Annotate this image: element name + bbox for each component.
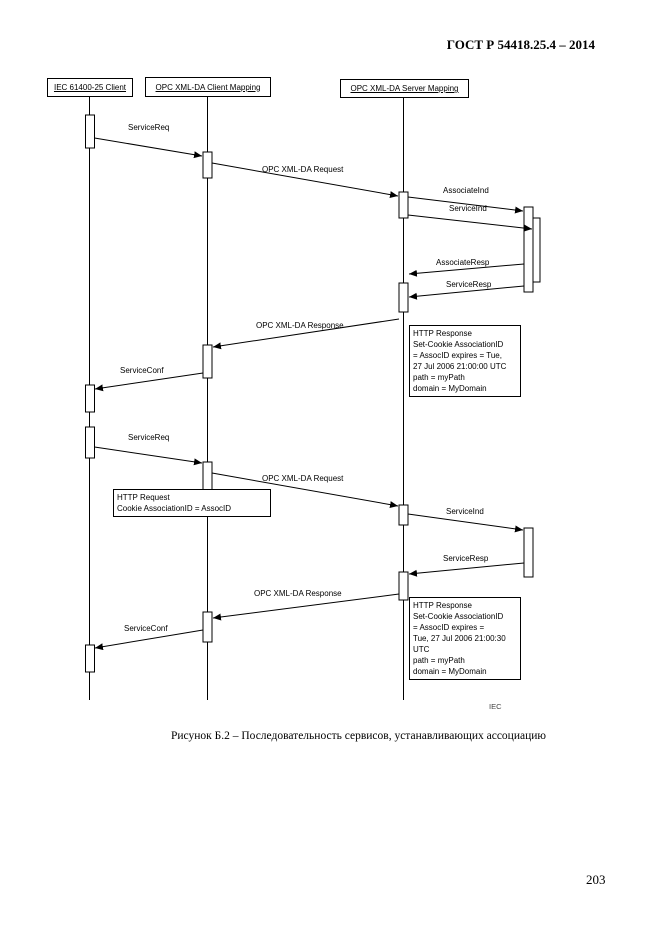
note-line: Cookie AssociationID = AssocID: [117, 504, 232, 513]
activation-client-4: [85, 644, 95, 673]
message-label-servicereq-2: ServiceReq: [128, 433, 170, 442]
message-label-serviceresp-2: ServiceResp: [443, 554, 489, 563]
message-label-serviceind-1: ServiceInd: [449, 204, 487, 213]
arrow-serviceconf-1: [94, 372, 204, 392]
activation-server-3: [398, 504, 409, 526]
lifeline-box-iec-client: IEC 61400-25 Client: [47, 78, 133, 97]
note-line: = AssocID expires =: [413, 623, 485, 632]
iec-source-mark: IEC: [489, 702, 502, 711]
arrow-serviceind-1: [407, 214, 533, 232]
activation-server-4: [398, 571, 409, 601]
message-label-opc-response-1: OPC XML-DA Response: [256, 321, 344, 330]
note-line: Tue, 27 Jul 2006 21:00:30: [413, 634, 506, 643]
note-line: HTTP Response: [413, 601, 472, 610]
activation-bars: [85, 114, 541, 673]
message-label-serviceconf-1: ServiceConf: [120, 366, 164, 375]
arrow-serviceconf-2: [94, 629, 204, 651]
page-number: 203: [586, 872, 606, 887]
activation-server-2: [398, 282, 409, 313]
note-line: HTTP Response: [413, 329, 472, 338]
message-label-serviceind-2: ServiceInd: [446, 507, 484, 516]
figure-caption: Рисунок Б.2 – Последовательность сервисо…: [171, 730, 546, 742]
arrow-opc-request-1: [211, 162, 399, 199]
lifeline-label-client-mapping: OPC XML-DA Client Mapping: [155, 82, 261, 92]
message-label-opc-request-2: OPC XML-DA Request: [262, 474, 344, 483]
note-line: 27 Jul 2006 21:00:00 UTC: [413, 362, 507, 371]
note-http-response-1: HTTP Response Set-Cookie AssociationID =…: [409, 325, 521, 397]
note-line: domain = MyDomain: [413, 384, 487, 393]
note-line: HTTP Request: [117, 493, 170, 502]
message-label-serviceconf-2: ServiceConf: [124, 624, 168, 633]
activation-mapping-1: [202, 151, 213, 179]
activation-client-1: [85, 114, 95, 149]
message-label-associateresp: AssociateResp: [436, 258, 490, 267]
message-label-opc-request-1: OPC XML-DA Request: [262, 165, 344, 174]
note-line: path = myPath: [413, 373, 465, 382]
note-http-request: HTTP Request Cookie AssociationID = Asso…: [113, 489, 271, 517]
arrow-associateind: [407, 196, 524, 214]
lifeline-label-iec-client: IEC 61400-25 Client: [53, 83, 127, 92]
activation-mapping-3: [202, 461, 213, 493]
activation-mapping-2: [202, 344, 213, 379]
arrow-opc-response-1: [212, 318, 400, 350]
message-label-associateind: AssociateInd: [443, 186, 489, 195]
note-line: = AssocID expires = Tue,: [413, 351, 502, 360]
sequence-diagram-canvas: [85, 95, 541, 700]
note-line: path = myPath: [413, 656, 465, 665]
activation-server-1: [398, 191, 409, 219]
note-line: Set-Cookie AssociationID: [413, 612, 504, 621]
message-label-servicereq-1: ServiceReq: [128, 123, 170, 132]
document-header: ГОСТ Р 54418.25.4 – 2014: [446, 37, 595, 52]
arrow-servicereq-2: [94, 446, 203, 466]
activation-right-1: [523, 206, 534, 293]
arrow-opc-response-2: [212, 593, 400, 621]
arrow-opc-request-2: [211, 472, 399, 509]
arrow-serviceresp-2: [408, 562, 525, 577]
activation-right-1b: [532, 217, 541, 283]
message-label-serviceresp-1: ServiceResp: [446, 280, 492, 289]
note-http-response-2: HTTP Response Set-Cookie AssociationID =…: [409, 597, 521, 680]
activation-client-2: [85, 384, 95, 413]
lifeline-box-server-mapping: OPC XML-DA Server Mapping: [340, 79, 469, 98]
activation-right-2: [523, 527, 534, 578]
lifeline-lines: [89, 95, 404, 700]
arrow-servicereq-1: [94, 137, 203, 159]
lifeline-label-server-mapping: OPC XML-DA Server Mapping: [350, 84, 459, 93]
message-label-opc-response-2: OPC XML-DA Response: [254, 589, 342, 598]
arrow-serviceresp-1: [408, 285, 525, 300]
arrow-associateresp: [408, 263, 525, 277]
note-line: Set-Cookie AssociationID: [413, 340, 504, 349]
lifeline-box-client-mapping: OPC XML-DA Client Mapping: [145, 77, 271, 97]
activation-client-3: [85, 426, 95, 459]
arrow-serviceind-2: [407, 513, 524, 533]
note-line: UTC: [413, 645, 430, 654]
note-line: domain = MyDomain: [413, 667, 487, 676]
activation-mapping-4: [202, 611, 213, 643]
message-arrows: [94, 137, 533, 651]
